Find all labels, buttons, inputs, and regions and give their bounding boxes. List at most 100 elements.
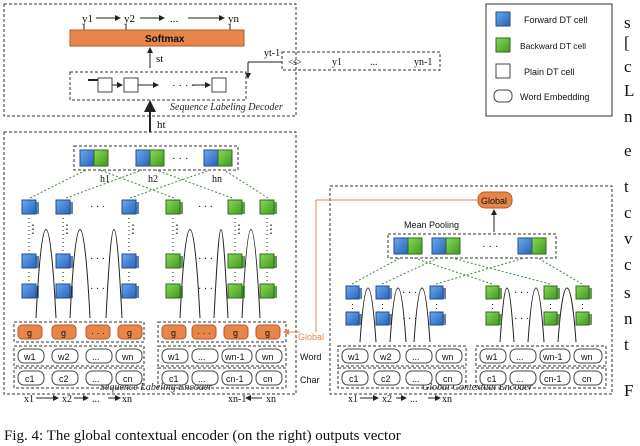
h2-label: h2 [148,174,158,185]
side-char-10: s [624,283,631,302]
output-yn: yn [228,13,240,25]
legend-backward-label: Backward DT cell [520,41,586,51]
prev-start: <s> [288,57,302,67]
g-word-w2: w2 [379,352,392,362]
global-backward-cell-3-0 [575,285,590,300]
global-backward-cell-3-1 [575,311,590,326]
prev-y1: y1 [332,57,342,68]
g-label-8: g [265,328,270,338]
xn1: xn-1 [228,394,246,405]
plain-cell-1 [97,77,113,93]
g-label-5: g [171,328,176,338]
svg-text:· · ·: · · · [482,241,499,253]
g-box-2 [51,324,77,340]
global-ellipsis-2: · · · [514,288,529,299]
global-backward-cell-0-0 [485,285,500,300]
word-w1: w1 [23,352,36,362]
seq-backward-cell-3-2 [259,283,275,299]
recurrent-arc-5 [241,229,261,319]
word-b-w1: w1 [167,352,180,362]
vertical-ellipsis-5: ⋮ [265,222,277,236]
side-char-9: c [624,255,632,274]
global-backward-cell-0-1 [485,311,500,326]
side-char-5: e [624,141,632,160]
seq-forward-cell-0-2 [21,283,37,299]
g-char-b-cn1: cn-1 [544,374,562,384]
seq-forward-cell-1-0 [55,199,71,215]
seq-forward-cell-1-1 [55,253,71,269]
output-y2: y2 [124,13,135,25]
char-c1: c1 [25,374,35,384]
hidden-ellipsis: · · · [172,153,189,165]
g-word-b-w1: w1 [485,352,498,362]
xn-b: xn [266,394,276,405]
h1-label: h1 [100,174,110,185]
legend: Forward DT cell Backward DT cell Plain D… [485,3,613,117]
side-char-0: s [624,13,631,32]
legend-plain-swatch [495,63,511,79]
hn-label: hn [212,174,222,185]
g-word-wn: wn [441,352,454,362]
seq-encoder-panel: Sequence Labeling Encoder · · · h1 h2 hn… [3,131,324,405]
global-forward-cell-0-1 [345,311,360,326]
global-arc-2 [413,287,431,343]
g-xn: xn [442,394,452,405]
g-label-1: g [27,328,32,338]
global-backward-cell-2-0 [543,285,558,300]
g-word-b-wn1: wn-1 [542,352,563,362]
column-ellipsis-5: · · · [198,284,213,295]
side-char-13: F [624,381,633,400]
plain-cell-2 [123,77,139,93]
g-char-b-cn: cn [582,374,592,384]
seq-backward-cell-3-0 [259,199,275,215]
global-encoder-panel: Global Contextual Encoder Global Mean Po… [315,185,613,405]
vertical-ellipsis-1: ⋮ [61,222,73,236]
global-backward-cell-2-1 [543,311,558,326]
seq-backward-cell-0-2 [165,283,181,299]
softmax-box [69,29,245,47]
recurrent-arc-1 [69,229,91,319]
yt1-label: yt-1 [264,48,280,59]
legend-backward-swatch [495,37,511,53]
ht-label: ht [157,119,166,131]
column-ellipsis-0: · · · [90,202,105,213]
seq-encoder-title: Sequence Labeling Encoder [100,382,212,393]
decoder-panel: Sequence Labeling Decoder y1 y2 ... yn S… [3,3,441,132]
side-char-6: t [624,177,629,196]
g-box-8 [255,324,281,340]
g-box-6 [191,324,217,340]
vertical-ellipsis-4: ⋮ [233,222,245,236]
g-x1: x1 [348,394,358,405]
seq-forward-cell-1-2 [55,283,71,299]
g-x2: x2 [382,394,392,405]
legend-embedding-swatch [493,89,513,103]
recurrent-arc-4 [213,229,229,319]
global-ellipsis-3: · · · [514,314,529,325]
softmax-label: Softmax [145,34,185,45]
char-b-c1: c1 [169,374,179,384]
char-cn: cn [123,374,133,384]
st-label: st [156,53,163,65]
g-word-ellipsis: ... [412,352,420,362]
word-wn: wn [121,352,134,362]
global-arc-1 [389,287,407,343]
plain-cell-n [211,77,227,93]
global-ellipsis-1: · · · [402,314,417,325]
g-label-6: · · · [197,328,211,338]
side-char-1: [ [624,33,630,52]
global-encoder-title: Global Contextual Encoder [422,382,533,393]
g-box-5 [161,324,187,340]
seq-backward-cell-0-1 [165,253,181,269]
vertical-ellipsis-3: ⋮ [171,222,183,236]
g-label-3: · · · [91,328,105,338]
seq-forward-cell-3-2 [121,283,137,299]
output-ellipsis: ... [170,13,179,25]
decoder-cells-row [69,71,247,101]
word-w2: w2 [57,352,70,362]
decoder-cells-ellipsis: · · · · [172,80,195,92]
recurrent-arc-2 [105,229,123,319]
char-b-cn: cn [263,374,273,384]
word-b-wn: wn [261,352,274,362]
